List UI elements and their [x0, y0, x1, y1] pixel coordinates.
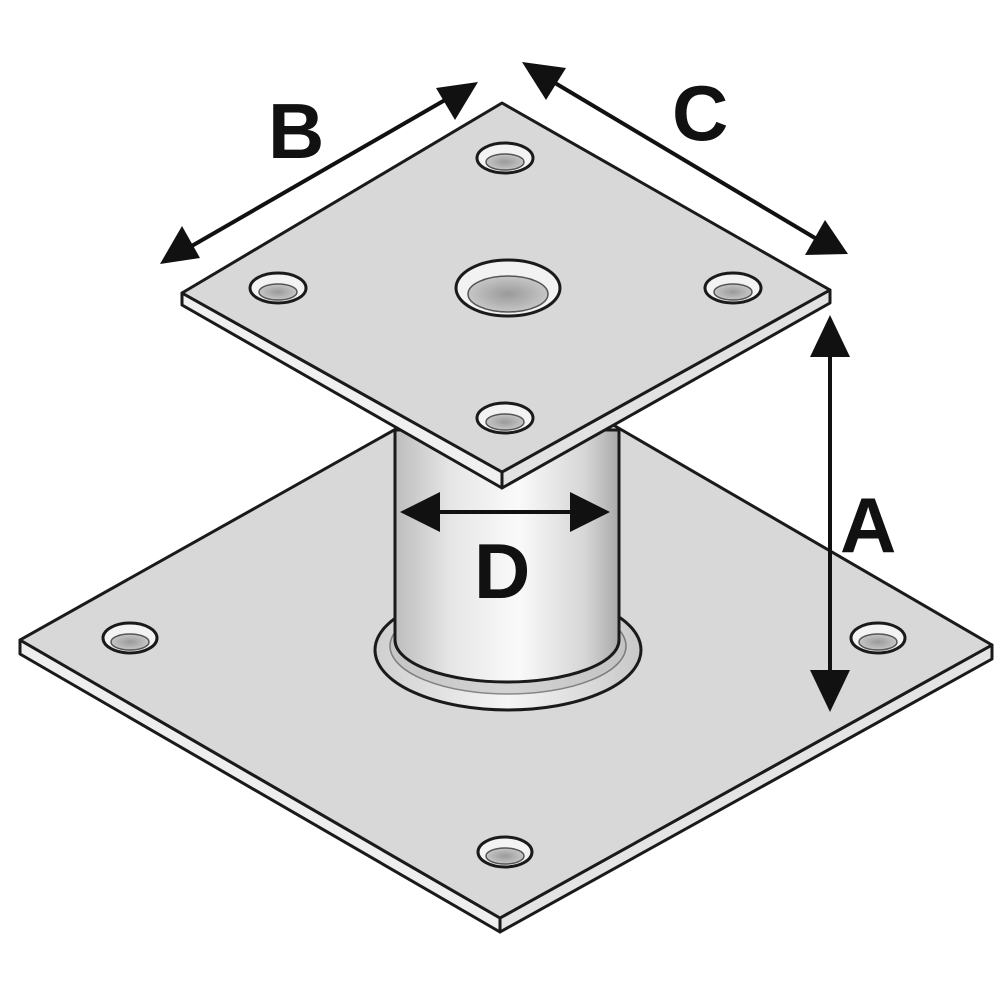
top-plate [180, 101, 832, 490]
dimension-c-arrow [522, 62, 848, 255]
dimension-d-arrow [400, 492, 610, 532]
top-plate-hole [703, 271, 763, 305]
post-tube [373, 428, 643, 712]
top-plate-center-hole [454, 258, 562, 318]
dimension-a-arrow [810, 315, 850, 712]
dimension-d-label: D [474, 527, 530, 615]
base-plate-hole [476, 835, 534, 869]
dimension-b-label: B [268, 87, 324, 175]
base-plate-hole [101, 621, 159, 655]
dimension-a-label: A [840, 481, 896, 569]
top-plate-hole [475, 401, 535, 435]
tube-body [393, 428, 621, 684]
dimension-b-arrow [160, 82, 478, 264]
top-plate-hole [475, 141, 535, 175]
top-plate-hole [248, 271, 308, 305]
dimension-c-label: C [672, 69, 728, 157]
base-plate-hole [849, 621, 907, 655]
